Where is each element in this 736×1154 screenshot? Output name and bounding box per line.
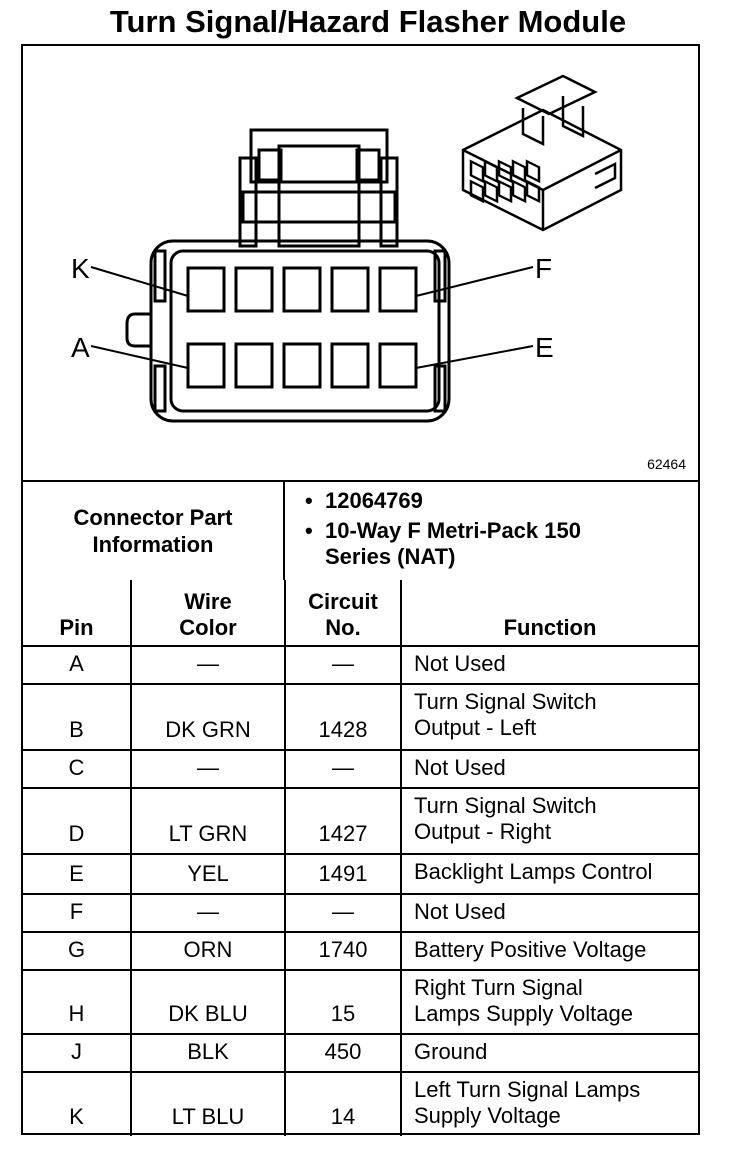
leader-e xyxy=(415,345,534,369)
function-cell: Turn Signal Switch Output - Left xyxy=(400,683,698,751)
page-title: Turn Signal/Hazard Flasher Module xyxy=(109,4,627,39)
pin-label-f: F xyxy=(535,253,552,284)
pin-label-k: K xyxy=(71,253,90,284)
wire-cell: LT BLU xyxy=(130,1071,286,1136)
connector-diagram: K F A E xyxy=(23,46,698,480)
leader-k xyxy=(90,266,189,297)
latch-outer xyxy=(249,128,389,184)
circuit-cell: — xyxy=(284,645,402,685)
table-header-row: Pin Wire Color Circuit No. Function xyxy=(23,580,698,647)
connector-part-info: Connector Part Information • 12064769 • … xyxy=(23,480,698,580)
function-cell: Not Used xyxy=(400,893,698,933)
table-row: F — — Not Used xyxy=(23,893,698,933)
part-number: 12064769 xyxy=(325,488,423,513)
table-row: D LT GRN 1427 Turn Signal Switch Output … xyxy=(23,787,698,855)
connector-sheet: K F A E xyxy=(21,44,700,1136)
pin-label-e: E xyxy=(535,332,554,363)
wire-cell: YEL xyxy=(130,853,286,895)
connector-face-drawing: K F A E xyxy=(71,74,623,423)
circuit-cell: 1428 xyxy=(284,683,402,751)
pin-cell: G xyxy=(23,931,132,971)
cavity-bottom-2 xyxy=(234,342,274,389)
cavity-top-4 xyxy=(330,266,370,313)
pin-cell: A xyxy=(23,645,132,685)
cavity-bottom-3 xyxy=(282,342,322,389)
table-row: A — — Not Used xyxy=(23,645,698,685)
wire-cell: BLK xyxy=(130,1033,286,1073)
table-row: K LT BLU 14 Left Turn Signal Lamps Suppl… xyxy=(23,1071,698,1136)
circuit-cell: — xyxy=(284,749,402,789)
pin-cell: D xyxy=(23,787,132,855)
header-pin: Pin xyxy=(23,580,132,647)
table-row: C — — Not Used xyxy=(23,749,698,789)
pin-cell: C xyxy=(23,749,132,789)
cavity-k xyxy=(186,266,226,313)
table-row: J BLK 450 Ground xyxy=(23,1033,698,1073)
bullet-icon: • xyxy=(305,518,313,543)
circuit-cell: 1740 xyxy=(284,931,402,971)
table-row: G ORN 1740 Battery Positive Voltage xyxy=(23,931,698,971)
connector-body-outer xyxy=(149,239,451,423)
wire-cell: LT GRN xyxy=(130,787,286,855)
function-cell: Ground xyxy=(400,1033,698,1073)
function-cell: Right Turn Signal Lamps Supply Voltage xyxy=(400,969,698,1035)
table-row: E YEL 1491 Backlight Lamps Control xyxy=(23,853,698,895)
pin-table: Pin Wire Color Circuit No. Function A — … xyxy=(23,580,698,1136)
wire-cell: DK GRN xyxy=(130,683,286,751)
connector-info-label: Connector Part Information xyxy=(23,482,285,580)
pin-cell: K xyxy=(23,1071,132,1136)
header-function: Function xyxy=(400,580,698,647)
pin-cell: H xyxy=(23,969,132,1035)
connector-info-list: • 12064769 • 10-Way F Metri-Pack 150 Ser… xyxy=(285,482,698,580)
pin-cell: B xyxy=(23,683,132,751)
circuit-cell: 1427 xyxy=(284,787,402,855)
cavity-f xyxy=(378,266,418,313)
circuit-cell: 14 xyxy=(284,1071,402,1136)
figure-id: 62464 xyxy=(647,456,686,472)
list-item: • 10-Way F Metri-Pack 150 Series (NAT) xyxy=(305,518,585,570)
cavity-a xyxy=(186,342,226,389)
function-cell: Turn Signal Switch Output - Right xyxy=(400,787,698,855)
header-wire-color: Wire Color xyxy=(130,580,286,647)
wire-cell: ORN xyxy=(130,931,286,971)
cavity-top-3 xyxy=(282,266,322,313)
wire-cell: — xyxy=(130,893,286,933)
pin-cell: E xyxy=(23,853,132,895)
circuit-cell: 15 xyxy=(284,969,402,1035)
function-cell: Left Turn Signal Lamps Supply Voltage xyxy=(400,1071,698,1136)
circuit-cell: 450 xyxy=(284,1033,402,1073)
header-circuit: Circuit No. xyxy=(284,580,402,647)
leader-f xyxy=(415,266,534,297)
cavity-top-2 xyxy=(234,266,274,313)
connector-type: 10-Way F Metri-Pack 150 Series (NAT) xyxy=(325,518,581,569)
list-item: • 12064769 xyxy=(305,488,698,514)
circuit-cell: — xyxy=(284,893,402,933)
connector-body-inner xyxy=(169,249,441,413)
leader-a xyxy=(90,345,189,369)
bullet-icon: • xyxy=(305,488,313,513)
wire-cell: — xyxy=(130,645,286,685)
table-row: H DK BLU 15 Right Turn Signal Lamps Supp… xyxy=(23,969,698,1035)
cavity-e xyxy=(378,342,418,389)
pin-cell: F xyxy=(23,893,132,933)
cavity-bottom-4 xyxy=(330,342,370,389)
function-cell: Battery Positive Voltage xyxy=(400,931,698,971)
pin-label-a: A xyxy=(71,332,90,363)
function-cell: Not Used xyxy=(400,645,698,685)
function-cell: Backlight Lamps Control xyxy=(400,853,698,895)
latch-bar xyxy=(241,190,397,224)
pin-cell: J xyxy=(23,1033,132,1073)
circuit-cell: 1491 xyxy=(284,853,402,895)
wire-cell: — xyxy=(130,749,286,789)
connector-isometric-view xyxy=(461,74,623,232)
function-cell: Not Used xyxy=(400,749,698,789)
table-row: B DK GRN 1428 Turn Signal Switch Output … xyxy=(23,683,698,751)
wire-cell: DK BLU xyxy=(130,969,286,1035)
